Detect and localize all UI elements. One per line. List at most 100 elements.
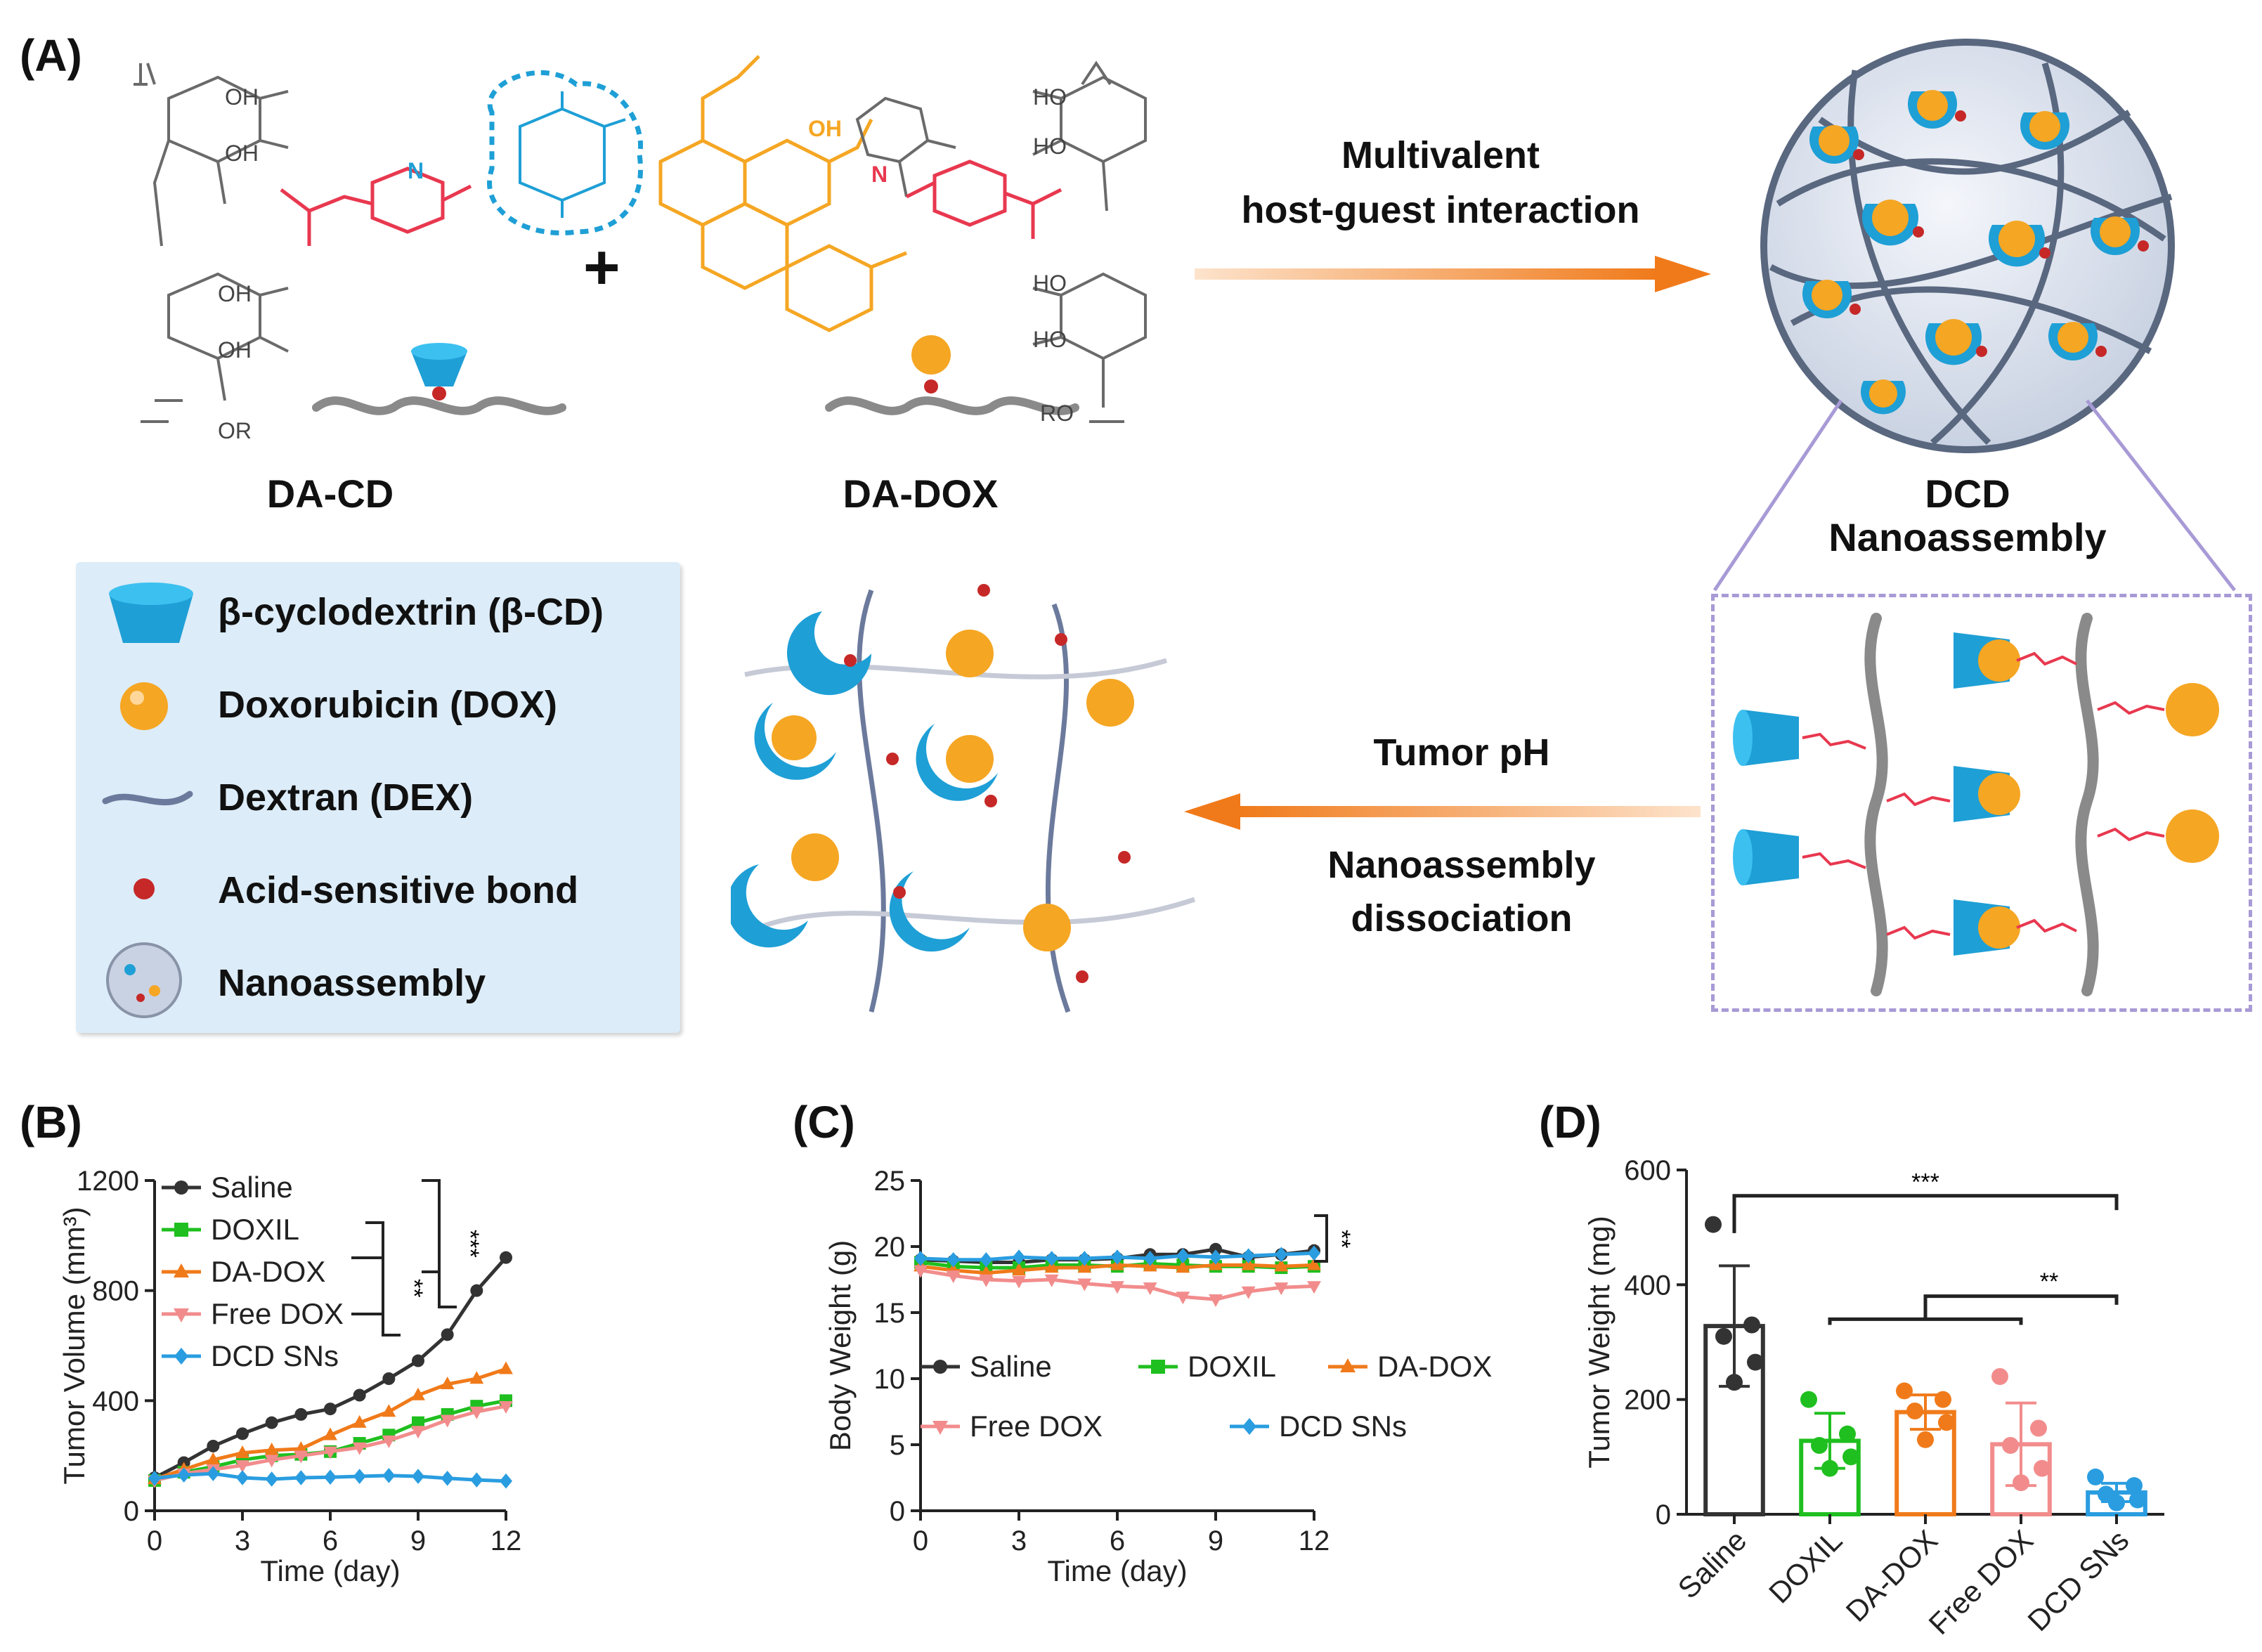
significance-bracket [351, 1221, 401, 1336]
data-point [1012, 1263, 1026, 1276]
data-point [1143, 1282, 1157, 1296]
data-point [352, 1442, 367, 1455]
structure-ho-1: HO [1033, 84, 1067, 110]
data-point [382, 1404, 396, 1417]
structure-n-dox: N [871, 162, 888, 187]
data-point [2126, 1477, 2143, 1495]
legend-marker [933, 1360, 947, 1374]
data-point [412, 1354, 424, 1367]
y-axis-label: Tumor Volume (mm³) [58, 1207, 91, 1484]
data-point [235, 1445, 249, 1458]
nanoassembly-icon [106, 942, 182, 1018]
data-point [236, 1470, 249, 1485]
data-point [207, 1439, 220, 1452]
data-point [382, 1435, 396, 1448]
x-tick-label: DOXIL [1762, 1523, 1848, 1609]
legend-item-nanoassembly: Nanoassembly [218, 962, 486, 1004]
data-point [294, 1470, 308, 1485]
data-point [207, 1466, 220, 1481]
y-tick-label: 20 [874, 1232, 906, 1263]
y-tick-label: 0 [1656, 1500, 1671, 1530]
legend-label: DA-DOX [1377, 1350, 1492, 1383]
da-cd-label: DA-CD [266, 471, 394, 516]
data-point [2013, 1474, 2029, 1492]
x-tick-label: Saline [1672, 1523, 1753, 1605]
legend-icons [102, 583, 193, 1018]
zoom-lines [1712, 399, 2236, 592]
plus-sign: + [583, 233, 620, 303]
legend-marker [1151, 1360, 1165, 1374]
legend-item-acid-bond: Acid-sensitive bond [218, 869, 579, 911]
x-tick-label: 3 [1011, 1526, 1027, 1556]
data-point [1078, 1251, 1091, 1266]
data-point [1938, 1414, 1955, 1431]
significance-bracket [1828, 1294, 2119, 1325]
data-point [914, 1251, 927, 1266]
data-point [1176, 1260, 1190, 1273]
structure-oh-1: OH [225, 84, 259, 110]
data-point [914, 1265, 928, 1278]
data-point [1726, 1374, 1743, 1391]
data-point [440, 1414, 455, 1428]
data-point [1209, 1242, 1222, 1256]
data-point [2108, 1494, 2125, 1511]
y-tick-label: 15 [874, 1298, 906, 1329]
data-point [440, 1377, 455, 1390]
data-point [1935, 1391, 1951, 1408]
data-point [1275, 1247, 1288, 1263]
data-point [1308, 1245, 1320, 1261]
y-tick-label: 600 [1624, 1155, 1671, 1186]
data-point [979, 1274, 994, 1287]
data-point [353, 1388, 366, 1402]
dox-icon [120, 682, 168, 730]
data-point [470, 1472, 483, 1488]
data-point [441, 1470, 454, 1486]
data-point [1077, 1260, 1092, 1273]
data-point [470, 1284, 483, 1297]
data-point [1917, 1431, 1934, 1448]
data-point [1896, 1382, 1913, 1400]
legend-marker [174, 1263, 189, 1277]
legend-marker [1340, 1358, 1356, 1372]
data-point [265, 1471, 278, 1487]
y-tick-label: 800 [92, 1276, 139, 1307]
data-point [1209, 1249, 1222, 1265]
data-point [382, 1372, 396, 1385]
structure-oh-2: OH [225, 141, 259, 166]
data-point [265, 1416, 278, 1429]
data-point [1111, 1249, 1124, 1265]
data-point [324, 1469, 337, 1485]
acid-bond-icon [134, 878, 155, 899]
backward-arrow [1184, 793, 1701, 830]
data-point [2034, 1459, 2050, 1477]
data-point [323, 1446, 337, 1459]
data-point [1839, 1425, 1856, 1443]
data-point [1143, 1251, 1157, 1266]
significance-bracket [422, 1179, 457, 1308]
structure-n: N [408, 158, 424, 183]
data-point [1991, 1368, 2008, 1385]
panel-c-tag: (C) [793, 1097, 855, 1147]
significance-label: ** [401, 1279, 427, 1297]
y-tick-label: 400 [1624, 1270, 1671, 1301]
data-point [1044, 1260, 1059, 1273]
dextran-icon [102, 791, 193, 806]
legend-item-beta-cd: β-cyclodextrin (β-CD) [218, 591, 604, 633]
data-point [2087, 1468, 2104, 1485]
legend-marker [174, 1181, 188, 1195]
data-point [469, 1371, 484, 1384]
legend-marker [174, 1348, 188, 1365]
arrow1-text-line1: Multivalent [1341, 134, 1540, 176]
significance-label: ** [2040, 1268, 2058, 1295]
data-point [1077, 1278, 1092, 1292]
y-axis-label: Body Weight (g) [824, 1240, 857, 1451]
data-point [469, 1406, 484, 1419]
chemical-structures [134, 55, 1147, 423]
structure-or: OR [218, 418, 252, 443]
data-point [382, 1468, 396, 1483]
structure-oh-3: OH [218, 281, 252, 306]
data-point [412, 1469, 424, 1484]
y-tick-label: 25 [874, 1166, 906, 1197]
